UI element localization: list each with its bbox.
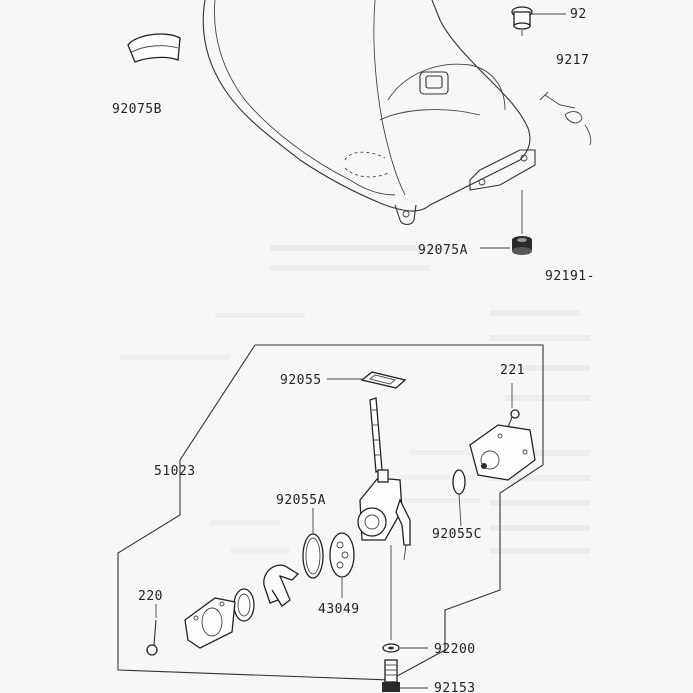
- label-9217: 9217: [556, 53, 589, 68]
- label-221: 221: [500, 363, 525, 378]
- seal-ring[interactable]: [233, 588, 255, 622]
- o-ring-92055C[interactable]: [452, 469, 466, 527]
- fuel-tap-body[interactable]: [357, 469, 411, 561]
- label-43049: 43049: [318, 602, 360, 617]
- label-220: 220: [138, 589, 163, 604]
- bleed-through-background: [120, 245, 590, 554]
- label-92075B: 92075B: [112, 102, 162, 117]
- washer-92200[interactable]: [382, 643, 400, 653]
- grommet-top[interactable]: [511, 6, 533, 36]
- fuel-tank-drawing: [202, 0, 592, 226]
- label-92055C: 92055C: [432, 527, 482, 542]
- label-51023: 51023: [154, 464, 196, 479]
- assembly-frame-51023: [117, 344, 544, 681]
- label-92191: 92191-: [545, 269, 595, 284]
- grommet-92075A[interactable]: [512, 236, 532, 255]
- rubber-cushion-92075B[interactable]: [127, 33, 181, 63]
- screw-220[interactable]: [146, 619, 158, 656]
- reserve-cover-plate[interactable]: [469, 424, 536, 481]
- label-92153: 92153: [434, 681, 476, 693]
- gasket-43049[interactable]: [329, 532, 355, 598]
- fuel-tap-lever[interactable]: [369, 397, 383, 473]
- label-92055A: 92055A: [276, 493, 326, 508]
- label-92055: 92055: [280, 373, 322, 388]
- o-ring-92055A[interactable]: [302, 508, 324, 579]
- label-92_top: 92: [570, 7, 587, 22]
- bolt-92153[interactable]: [382, 659, 400, 692]
- label-92075A: 92075A: [418, 243, 468, 258]
- label-92200: 92200: [434, 642, 476, 657]
- gasket-92055[interactable]: [360, 371, 407, 389]
- lever-plate[interactable]: [184, 597, 236, 649]
- lever-knob[interactable]: [263, 564, 300, 607]
